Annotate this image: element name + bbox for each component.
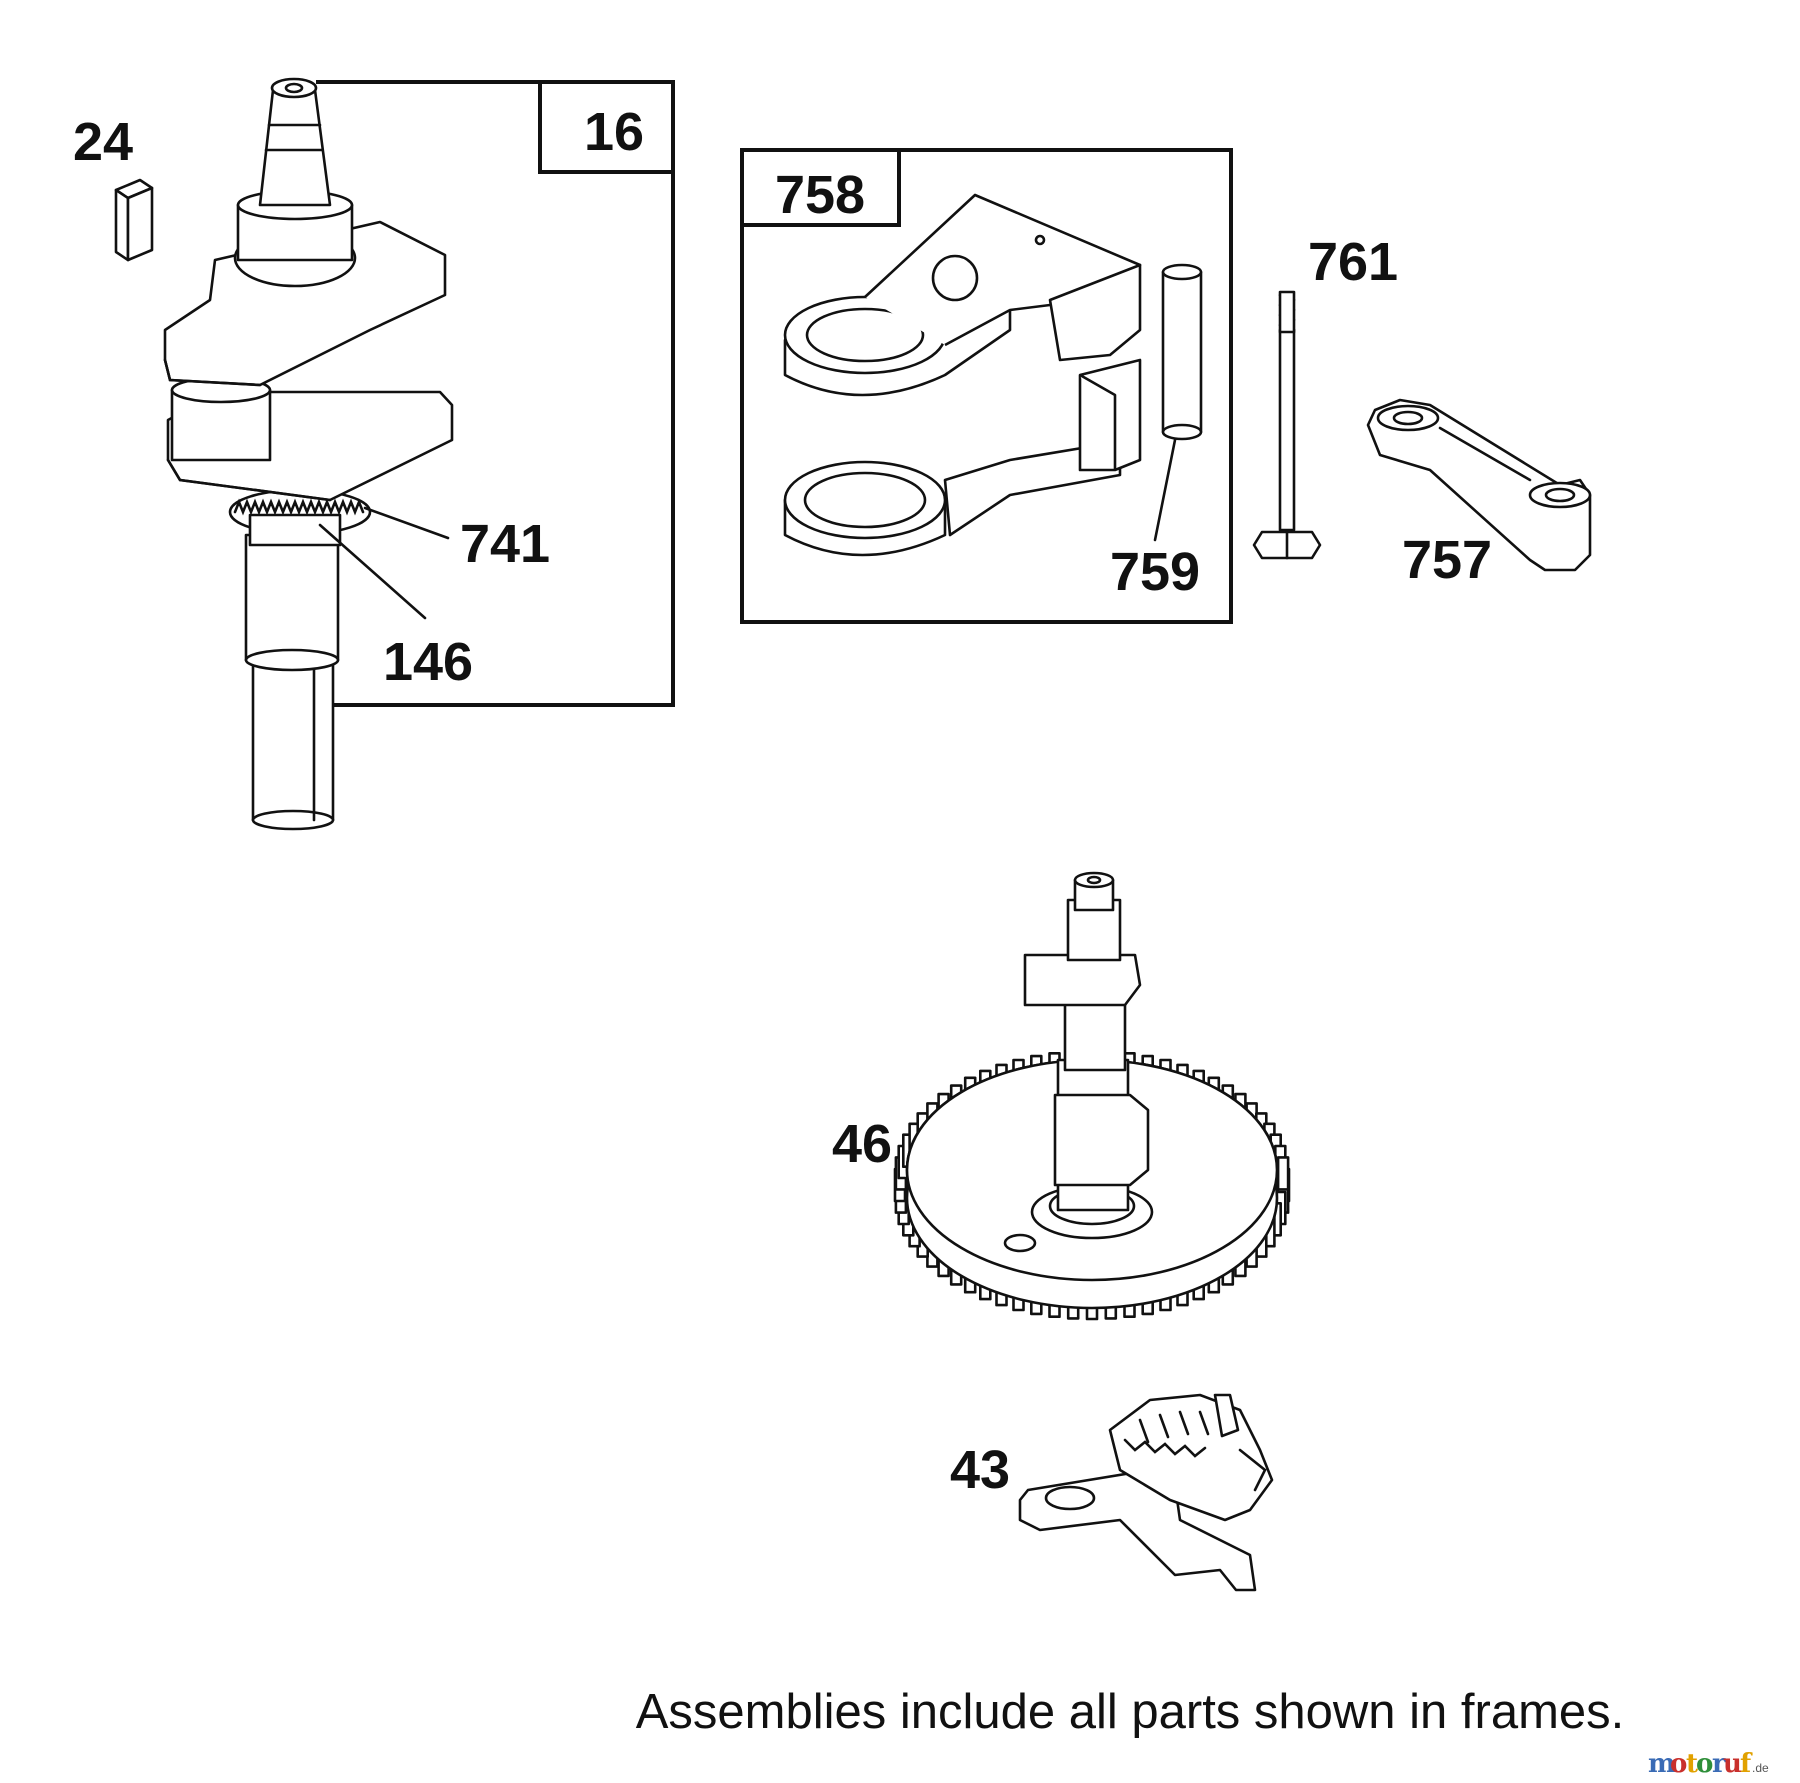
link-part-757 (1366, 398, 1592, 572)
leader-741 (363, 506, 450, 540)
leader-146 (318, 523, 427, 620)
governor-part-43 (1018, 1393, 1274, 1592)
callout-43: 43 (950, 1440, 1010, 1500)
callout-757: 757 (1402, 530, 1492, 590)
watermark-logo: m o t o r u f .de (1648, 1749, 1769, 1779)
callout-759: 759 (1110, 542, 1200, 602)
callout-761: 761 (1308, 232, 1398, 292)
bolt-part-761 (1252, 290, 1322, 560)
svg-text:.de: .de (1752, 1761, 1769, 1775)
callout-16: 16 (584, 102, 644, 162)
callout-741: 741 (460, 514, 550, 574)
footnote-text: Assemblies include all parts shown in fr… (636, 1685, 1625, 1739)
callout-46: 46 (832, 1114, 892, 1174)
svg-text:m: m (1648, 1749, 1676, 1779)
svg-text:r: r (1712, 1749, 1726, 1779)
svg-text:o: o (1670, 1749, 1687, 1779)
svg-text:u: u (1723, 1749, 1742, 1779)
callout-758: 758 (775, 165, 865, 225)
assembly-frame-16 (316, 80, 675, 707)
callout-146: 146 (383, 632, 473, 692)
leader-759 (1153, 438, 1177, 542)
assembly-frame-758 (740, 148, 1233, 624)
svg-text:o: o (1696, 1749, 1713, 1779)
crankshaft-part (163, 77, 454, 831)
camshaft-gear-part-46 (893, 871, 1291, 1321)
gear-tooth (1276, 1156, 1290, 1191)
svg-text:f: f (1740, 1749, 1753, 1779)
callout-24: 24 (73, 112, 133, 172)
dowel-pin-part-759 (1161, 263, 1203, 441)
key-part-24 (114, 178, 154, 262)
svg-text:t: t (1686, 1749, 1698, 1779)
bracket-part-758 (783, 193, 1142, 557)
